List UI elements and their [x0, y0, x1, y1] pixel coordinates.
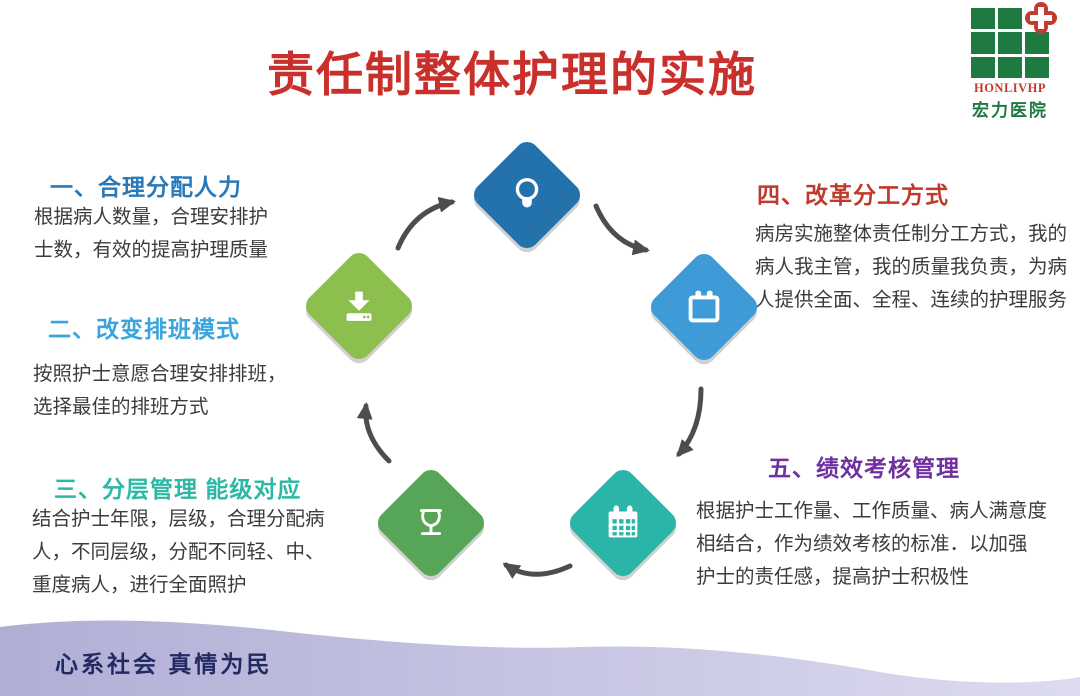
logo-square	[998, 56, 1022, 78]
section-five-body: 根据护士工作量、工作质量、病人满意度 相结合，作为绩效考核的标准．以加强 护士的…	[696, 500, 1048, 588]
hospital-logo: HONLIVHP 宏力医院	[952, 2, 1068, 121]
section-two-body: 按照护士意愿合理安排排班， 选择最佳的排班方式	[33, 363, 287, 418]
arrow-top-to-right	[593, 203, 650, 256]
section-four-body: 病房实施整体责任制分工方式，我的 病人我主管，我的质量我负责，为病 人提供全面、…	[755, 223, 1068, 311]
footer-slogan: 心系社会 真情为民	[55, 651, 273, 677]
diamond-bottom-left	[373, 465, 489, 581]
diamond-bottom-right	[565, 465, 681, 581]
section-three-heading: 三、分层管理 能级对应	[54, 476, 302, 502]
calendar-grid-icon	[582, 482, 664, 564]
logo-square	[998, 8, 1022, 30]
logo-chinese-name: 宏力医院	[972, 101, 1048, 120]
logo-square	[971, 56, 995, 78]
arrow-left-to-top	[395, 196, 456, 251]
diamond-left	[301, 248, 417, 364]
logo-grid	[971, 2, 1057, 78]
logo-square	[1025, 56, 1049, 78]
logo-square	[971, 8, 995, 30]
section-three-body: 结合护士年限，层级，合理分配病 人，不同层级，分配不同轻、中、 重度病人，进行全…	[32, 508, 325, 596]
diamond-top	[469, 137, 585, 253]
section-two-heading: 二、改变排班模式	[48, 316, 240, 342]
section-one-body: 根据病人数量，合理安排护 士数，有效的提高护理质量	[34, 206, 269, 261]
medical-cross-icon	[1025, 2, 1057, 34]
vase-icon	[390, 482, 472, 564]
logo-square	[998, 32, 1022, 54]
section-four-heading: 四、改革分工方式	[757, 182, 949, 208]
arrow-right-to-bottomright	[676, 386, 704, 457]
slide-title: 责任制整体护理的实施	[267, 48, 757, 101]
calendar-icon	[663, 266, 745, 348]
arrow-bottomleft-to-left	[356, 402, 392, 464]
footer-wave	[0, 620, 1080, 696]
lightbulb-icon	[486, 154, 568, 236]
logo-square	[1025, 32, 1049, 54]
section-five-heading: 五、绩效考核管理	[768, 455, 960, 481]
download-icon	[318, 265, 400, 347]
diamond-right	[646, 249, 762, 365]
arrow-bottomright-to-bottomleft	[502, 562, 573, 579]
section-one-heading: 一、合理分配人力	[50, 174, 242, 200]
logo-latin-name: HONLIVHP	[973, 81, 1047, 95]
logo-square	[971, 32, 995, 54]
